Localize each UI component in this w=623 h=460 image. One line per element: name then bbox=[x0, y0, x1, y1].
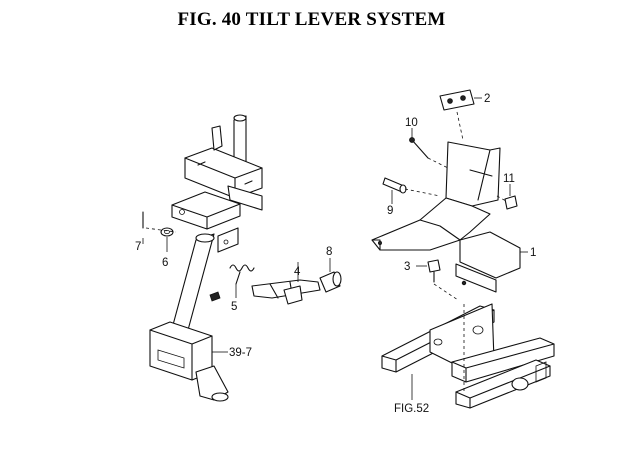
callout-39-7: 39-7 bbox=[229, 347, 252, 359]
callout-7: 7 bbox=[135, 241, 141, 253]
callout-1: 1 bbox=[530, 247, 536, 259]
tilt-lever: 5 4 8 bbox=[229, 246, 342, 313]
callout-5: 5 bbox=[231, 301, 237, 313]
callout-2: 2 bbox=[484, 93, 490, 105]
tilt-bracket-assembly: 2 10 9 1 bbox=[371, 89, 536, 301]
callout-11: 11 bbox=[503, 173, 515, 185]
figure-title: FIG. 40 TILT LEVER SYSTEM bbox=[177, 9, 446, 30]
pin-and-washer: 7 6 bbox=[135, 211, 177, 269]
callout-9: 9 bbox=[387, 205, 393, 217]
steering-column-assembly: 39-7 bbox=[149, 114, 263, 402]
frame-reference: FIG.52 bbox=[381, 303, 555, 415]
callout-fig52: FIG.52 bbox=[394, 403, 429, 415]
callout-10: 10 bbox=[405, 117, 418, 129]
callout-6: 6 bbox=[162, 257, 168, 269]
callout-8: 8 bbox=[326, 246, 332, 258]
callout-4: 4 bbox=[294, 266, 301, 278]
callout-3: 3 bbox=[404, 261, 410, 273]
